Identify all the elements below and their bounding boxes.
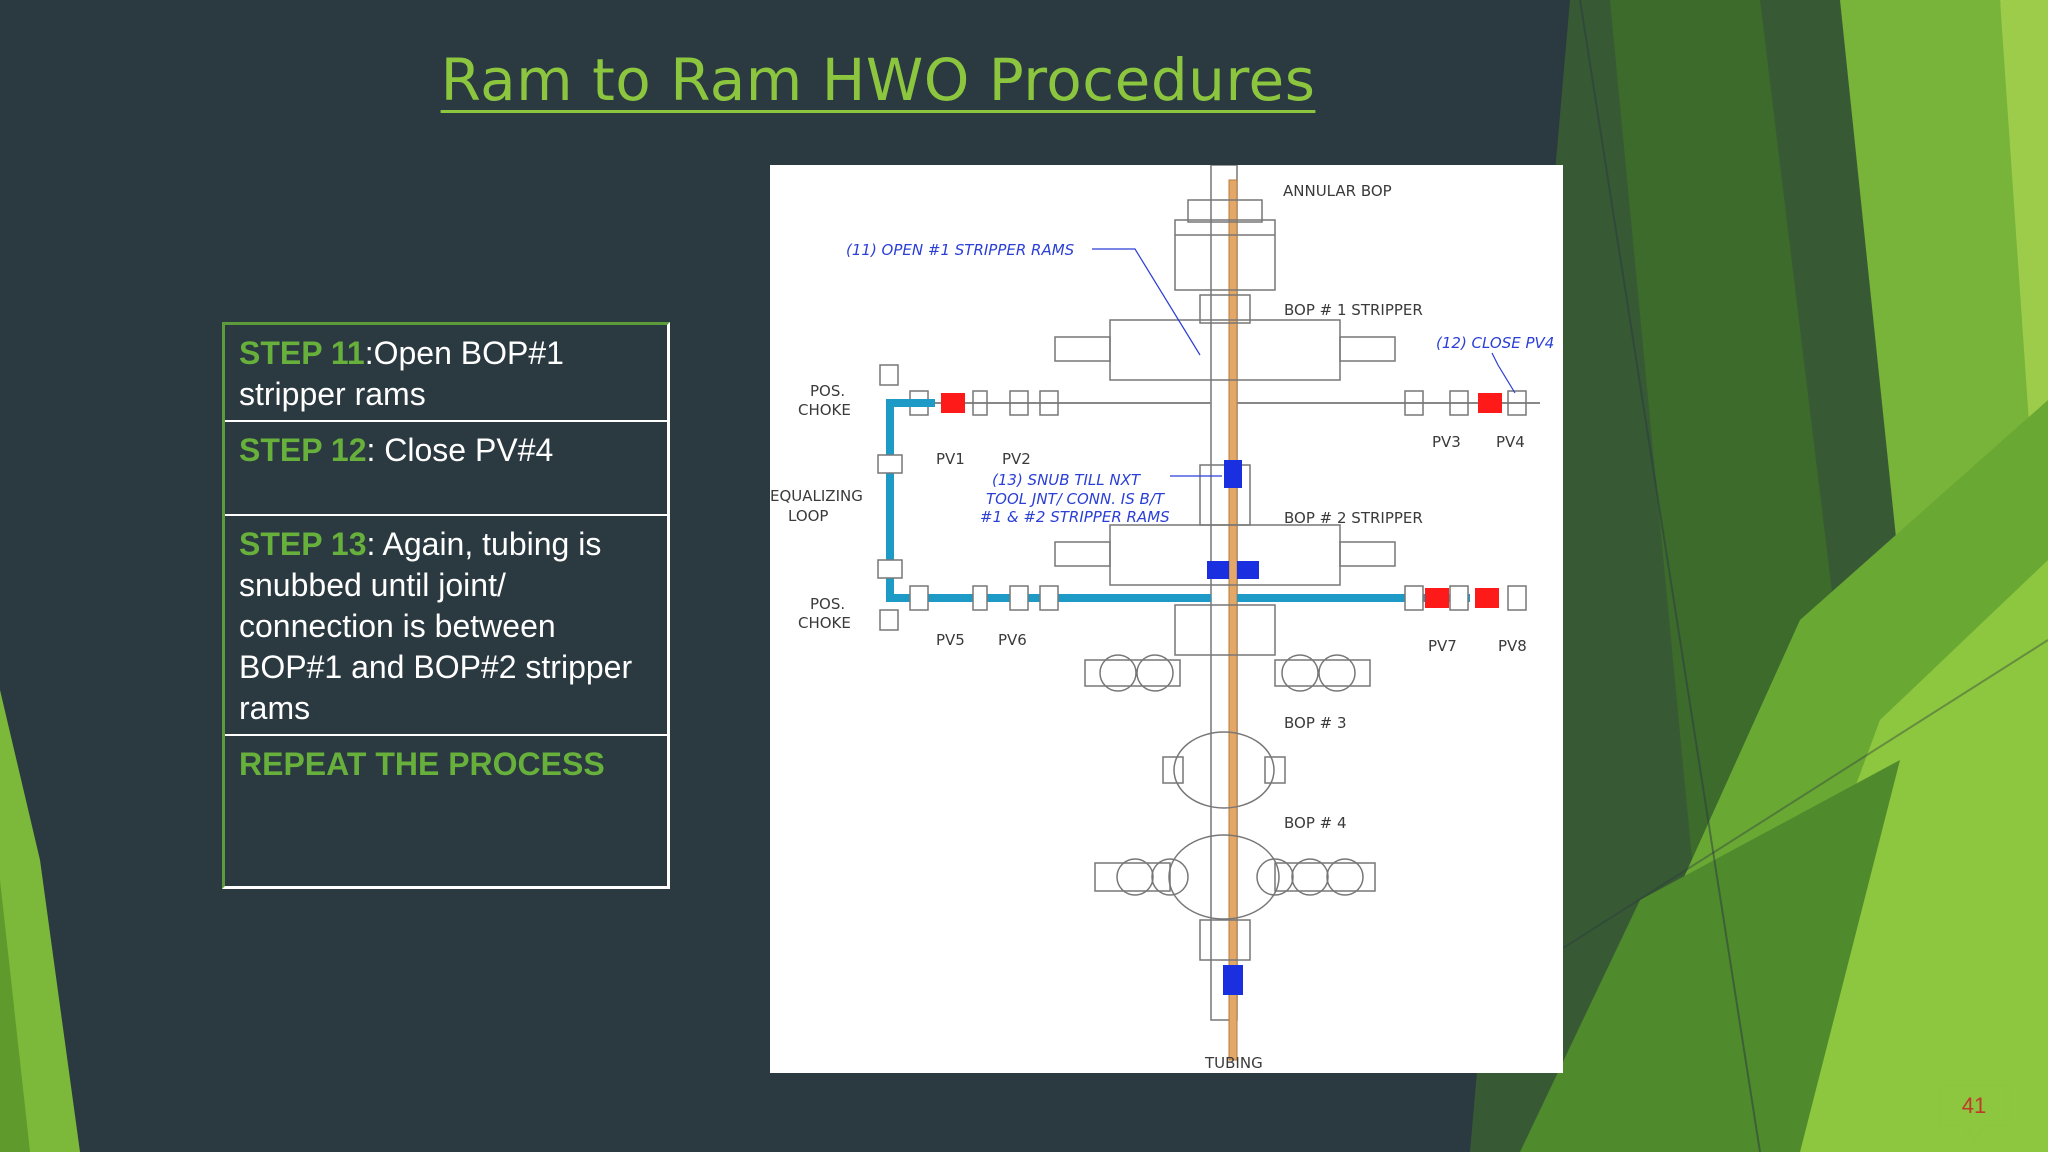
label-pv3: PV3 [1432, 433, 1461, 451]
bop-stack-diagram: ANNULAR BOP BOP # 1 STRIPPER BOP # 2 STR… [770, 165, 1563, 1073]
label-bop3: BOP # 3 [1284, 714, 1347, 732]
label-equalizing-a: EQUALIZING [770, 487, 863, 505]
note-step-13b: TOOL JNT/ CONN. IS B/T [986, 490, 1166, 508]
note-step-12: (12) CLOSE PV4 [1436, 334, 1554, 352]
step-11: STEP 11:Open BOP#1 stripper rams [225, 325, 667, 422]
label-bop4: BOP # 4 [1284, 814, 1347, 832]
label-pv4: PV4 [1496, 433, 1525, 451]
step-13-text: : Again, tubing is snubbed until joint/ … [239, 526, 633, 726]
label-pv2: PV2 [1002, 450, 1031, 468]
steps-table: STEP 11:Open BOP#1 stripper rams STEP 12… [222, 322, 670, 889]
bop-stack-drawing: ANNULAR BOP BOP # 1 STRIPPER BOP # 2 STR… [770, 165, 1554, 1072]
note-step-11: (11) OPEN #1 STRIPPER RAMS [846, 241, 1075, 259]
note-step-13a: (13) SNUB TILL NXT [992, 471, 1142, 489]
step-12-text: : Close PV#4 [366, 432, 554, 468]
pv4-valve-closed [1478, 393, 1502, 413]
annular-bop [1174, 199, 1276, 291]
label-bop2: BOP # 2 STRIPPER [1284, 509, 1423, 527]
step-12-label: STEP 12 [239, 432, 367, 468]
bop4 [1094, 834, 1376, 961]
bop2-ram-left [1207, 561, 1229, 579]
label-pos-choke-2a: POS. [810, 595, 845, 613]
bop2-stripper [1054, 464, 1396, 586]
step-13-label: STEP 13 [239, 526, 367, 562]
label-pos-choke-2b: CHOKE [798, 614, 851, 632]
label-bop1: BOP # 1 STRIPPER [1284, 301, 1423, 319]
note-step-13c: #1 & #2 STRIPPER RAMS [980, 508, 1170, 526]
tool-joint-block [1224, 460, 1242, 488]
label-annular: ANNULAR BOP [1283, 182, 1392, 200]
label-equalizing-b: LOOP [788, 507, 828, 525]
label-pv5: PV5 [936, 631, 965, 649]
label-pv8: PV8 [1498, 637, 1527, 655]
label-pos-choke-1a: POS. [810, 382, 845, 400]
repeat-process: REPEAT THE PROCESS [239, 746, 605, 782]
equalizing-loop [877, 399, 1527, 631]
page-number: 41 [1962, 1093, 1986, 1118]
pv7-valve-closed [1425, 588, 1449, 608]
label-tubing: TUBING [1204, 1054, 1263, 1072]
bop2-ram-right [1237, 561, 1259, 579]
step-11-text: :Open BOP#1 stripper rams [239, 335, 564, 412]
label-pv7: PV7 [1428, 637, 1457, 655]
step-11-label: STEP 11 [239, 335, 365, 371]
bop3 [1084, 604, 1371, 809]
pv8-valve-closed [1475, 588, 1499, 608]
upper-choke-line [879, 364, 1540, 416]
step-13: STEP 13: Again, tubing is snubbed until … [225, 516, 667, 736]
step-12: STEP 12: Close PV#4 [225, 422, 667, 516]
label-pv6: PV6 [998, 631, 1027, 649]
page-title: Ram to Ram HWO Procedures [440, 46, 1316, 114]
lower-tool-joint-block [1223, 965, 1243, 995]
label-pos-choke-1b: CHOKE [798, 401, 851, 419]
label-pv1: PV1 [936, 450, 965, 468]
pv1-valve-closed [941, 393, 965, 413]
tubing [1228, 179, 1238, 1061]
page-number-badge: 41 [1939, 1084, 2009, 1143]
bop1-stripper [1054, 294, 1396, 381]
